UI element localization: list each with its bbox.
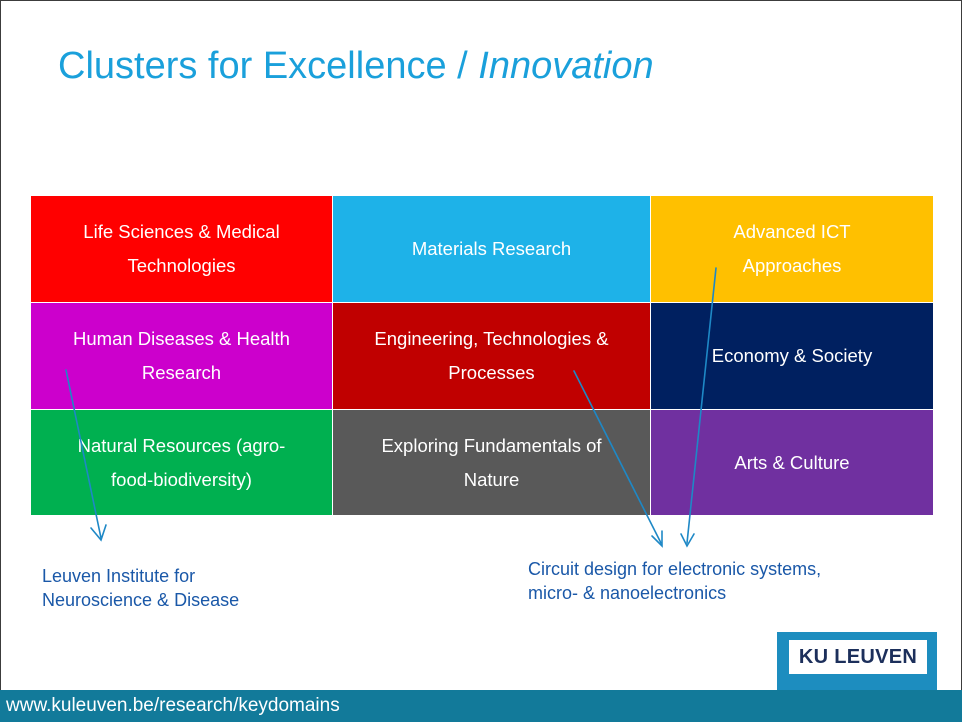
cluster-label-line: food-biodiversity) [111,468,252,490]
cluster-label: Natural Resources (agro-food-biodiversit… [78,429,286,497]
ku-leuven-logo: KU LEUVEN [777,632,937,690]
cluster-label: Engineering, Technologies & Processes [374,322,608,390]
cluster-label: Materials Research [412,232,571,266]
logo-text: KU LEUVEN [789,640,927,674]
cluster-cell: Arts & Culture [651,410,934,516]
cluster-label-line: Exploring Fundamentals of [381,434,602,456]
slide-title: Clusters for Excellence / Innovation [58,45,654,88]
note-left-line: Neuroscience & Disease [42,590,240,610]
cluster-cell: Engineering, Technologies & Processes [333,303,651,410]
cluster-label-line: Technologies [127,255,236,276]
cluster-cell: Materials Research [333,196,651,303]
cluster-label-line: Natural Resources (agro- [77,434,286,456]
cluster-label: Arts & Culture [734,446,849,480]
footer-bar: www.kuleuven.be/research/keydomains [0,690,962,722]
cluster-cell: Advanced ICT Approaches [651,196,934,303]
cluster-label-line: Human Diseases & Health [73,328,290,349]
title-main: Clusters for Excellence / [58,45,479,87]
cluster-cell: Natural Resources (agro-food-biodiversit… [31,410,333,516]
title-italic: Innovation [478,45,654,87]
cluster-label-line: Arts & Culture [734,451,850,473]
cluster-label-line: Advanced ICT [733,221,851,242]
cluster-label-line: Life Sciences & Medical [83,221,280,242]
cluster-label-line: Research [141,362,222,383]
note-left-line: Leuven Institute for [42,566,196,586]
cluster-cell: Exploring Fundamentals of Nature [333,410,651,516]
note-left: Leuven Institute for Neuroscience & Dise… [42,564,239,612]
cluster-cell: Economy & Society [651,303,934,410]
note-right-line: micro- & nanoelectronics [528,583,727,603]
note-right: Circuit design for electronic systems, m… [528,557,821,605]
cluster-label: Economy & Society [712,339,872,373]
cluster-label-line: Economy & Society [711,345,873,366]
cluster-label: Advanced ICT Approaches [733,215,850,283]
cluster-label-line: Approaches [742,255,842,276]
cluster-label-line: Engineering, Technologies & [374,328,609,349]
cluster-label-line: Nature [463,468,520,490]
footer-url[interactable]: www.kuleuven.be/research/keydomains [6,695,340,716]
cluster-label-line: Materials Research [411,238,572,259]
cluster-label-line: Processes [448,362,535,383]
cluster-label: Exploring Fundamentals of Nature [381,429,601,497]
note-right-line: Circuit design for electronic systems, [528,559,822,579]
